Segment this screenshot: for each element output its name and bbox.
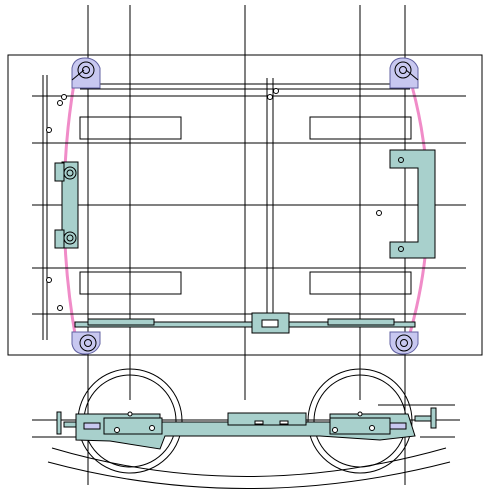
slot-bottom-left xyxy=(79,271,182,295)
slot-bottom-right xyxy=(309,271,412,295)
side-elevation xyxy=(32,368,460,489)
outline-contour xyxy=(62,71,430,341)
axlebox-top-right xyxy=(389,57,419,89)
buffer-left xyxy=(56,411,77,435)
vertical-guides xyxy=(42,5,406,485)
slot-top-left xyxy=(79,116,182,140)
axlebox-bottom-left xyxy=(71,331,101,355)
top-rail xyxy=(80,83,410,90)
side-frame-beam xyxy=(75,412,416,450)
left-side-frame xyxy=(54,161,79,249)
axlebox-top-left xyxy=(71,57,101,89)
slots xyxy=(79,116,412,295)
plan-view xyxy=(7,5,483,485)
holes xyxy=(46,88,382,311)
horizontal-guides xyxy=(32,95,466,315)
right-bracket xyxy=(389,149,436,259)
elevation-bolts xyxy=(114,411,375,433)
buffer-right xyxy=(414,407,437,429)
axlebox-bottom-right xyxy=(389,331,419,355)
slot-top-right xyxy=(309,116,412,140)
rail-curves xyxy=(47,447,451,489)
bottom-rail xyxy=(74,312,416,334)
